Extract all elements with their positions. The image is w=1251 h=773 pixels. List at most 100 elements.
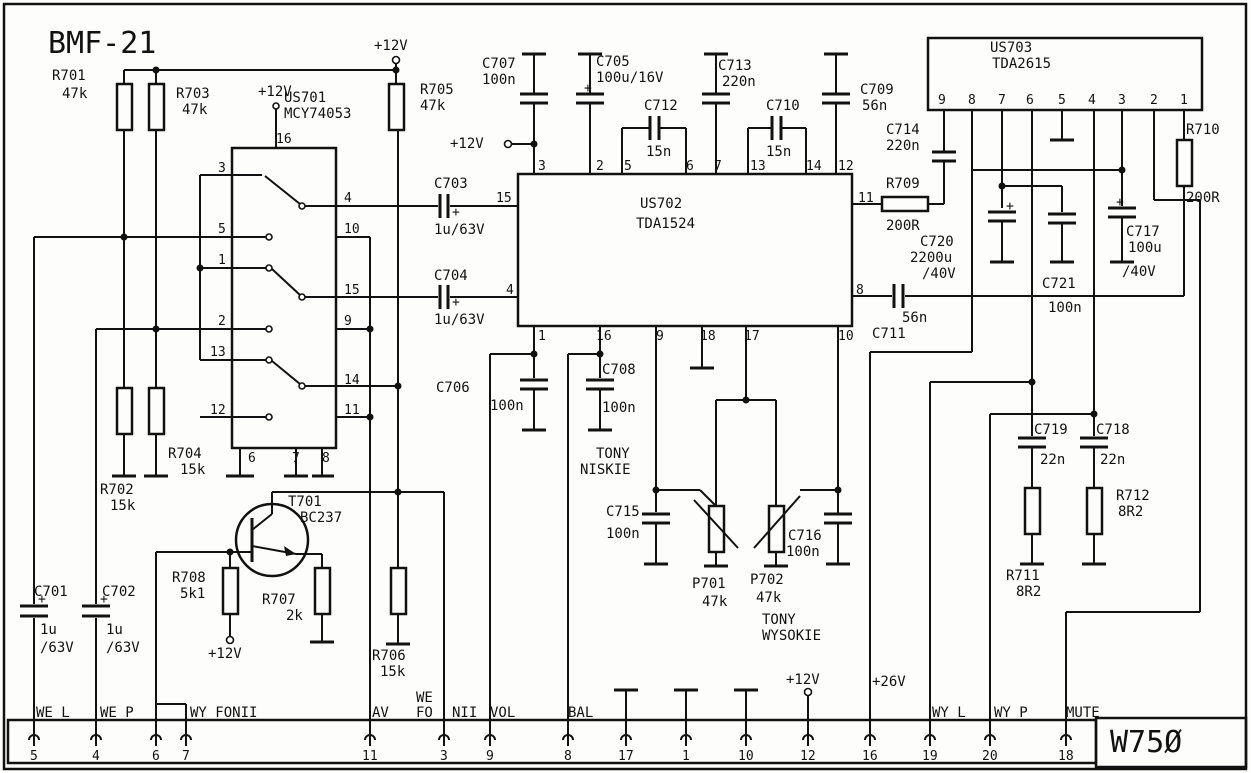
svg-text:9: 9 xyxy=(656,329,664,344)
r708-body xyxy=(221,566,240,616)
connector-pin-number: 1 xyxy=(682,749,690,764)
supply-r708: +12V xyxy=(208,646,242,662)
svg-text:5: 5 xyxy=(218,222,226,237)
us703-name: US703 xyxy=(990,40,1032,56)
svg-text:11: 11 xyxy=(858,191,874,206)
r704-value: 15k xyxy=(180,462,206,478)
supply-plus26: +26V xyxy=(872,674,906,690)
svg-text:5: 5 xyxy=(624,159,632,174)
c715-name: C715 xyxy=(606,504,640,520)
conn-label-av: AV xyxy=(372,705,389,721)
board-code-box xyxy=(1094,716,1248,769)
r711-name: R711 xyxy=(1006,568,1040,584)
r712-name: R712 xyxy=(1116,488,1150,504)
us703-part: TDA2615 xyxy=(992,56,1051,72)
conn-label-fo: FO xyxy=(416,705,433,721)
c719-name: C719 xyxy=(1034,422,1068,438)
svg-text:15: 15 xyxy=(344,283,360,298)
c720-name: C720 xyxy=(920,234,954,250)
r708-name: R708 xyxy=(172,570,206,586)
p702-value: 47k xyxy=(756,590,782,606)
svg-text:18: 18 xyxy=(700,329,716,344)
treble-label-1: TONY xyxy=(762,612,796,628)
conn-label-we-p: WE P xyxy=(100,705,134,721)
c721-value: 100n xyxy=(1048,300,1082,316)
c702-name: C702 xyxy=(102,584,136,600)
r712-value: 8R2 xyxy=(1118,504,1143,520)
supply-c707: +12V xyxy=(450,136,484,152)
bass-label-1: TONY xyxy=(596,446,630,462)
c702-rating: /63V xyxy=(106,640,140,656)
r701-value: 47k xyxy=(62,86,88,102)
svg-text:6: 6 xyxy=(1026,93,1034,108)
us701-name: US701 xyxy=(284,90,326,106)
svg-text:9: 9 xyxy=(938,93,946,108)
conn-label-we-l: WE L xyxy=(36,705,70,721)
svg-text:8: 8 xyxy=(968,93,976,108)
connector-pin-number: 12 xyxy=(800,749,816,764)
supply-terminal-us701 xyxy=(272,102,280,110)
c705-name: C705 xyxy=(596,54,630,70)
r710-name: R710 xyxy=(1186,122,1220,138)
r705-name: R705 xyxy=(420,82,454,98)
r703-body xyxy=(147,82,166,132)
connector-labels: WE L WE P WY FONII AV WE FO NII VOL BAL … xyxy=(36,690,1100,721)
r707-name: R707 xyxy=(262,592,296,608)
connector-pin-number: 4 xyxy=(92,749,100,764)
svg-text:3: 3 xyxy=(218,161,226,176)
r709-name: R709 xyxy=(886,176,920,192)
r707-value: 2k xyxy=(286,608,303,624)
c711-value: 15n xyxy=(646,144,671,160)
svg-text:7: 7 xyxy=(714,159,722,174)
svg-text:17: 17 xyxy=(744,329,760,344)
c716-name: C716 xyxy=(788,528,822,544)
supply-conn-12: +12V xyxy=(786,672,820,688)
svg-text:12: 12 xyxy=(210,403,226,418)
c713-name: C711 xyxy=(872,326,906,342)
svg-text:3: 3 xyxy=(538,159,546,174)
svg-text:6: 6 xyxy=(248,451,256,466)
board-title: BMF-21 xyxy=(48,26,156,61)
r705-value: 47k xyxy=(420,98,446,114)
c713-value: 56n xyxy=(902,310,927,326)
bass-label-2: NISKIE xyxy=(580,462,631,478)
c701-value: 1u xyxy=(40,622,57,638)
svg-text:4: 4 xyxy=(344,191,352,206)
conn-label-wy-p: WY P xyxy=(994,705,1028,721)
c709-value: 15n xyxy=(766,144,791,160)
us701-part: MCY74053 xyxy=(284,106,351,122)
c707-name: C707 xyxy=(482,56,516,72)
c703-name: C703 xyxy=(434,176,468,192)
c704-name: C704 xyxy=(434,268,468,284)
conn-label-wy-fonii: WY FONII xyxy=(190,705,257,721)
conn-label-bal: BAL xyxy=(568,705,593,721)
us702-part: TDA1524 xyxy=(636,216,695,232)
r708-value: 5k1 xyxy=(180,586,205,602)
svg-text:+: + xyxy=(452,205,460,220)
svg-text:11: 11 xyxy=(344,403,360,418)
treble-label-2: WYSOKIE xyxy=(762,628,821,644)
connector-pin-number: 17 xyxy=(618,749,634,764)
c718-value: 22n xyxy=(1100,452,1125,468)
svg-text:8: 8 xyxy=(856,283,864,298)
c712-value: 220n xyxy=(722,74,756,90)
r710-body xyxy=(1175,138,1194,188)
svg-text:14: 14 xyxy=(344,373,360,388)
p701-name: P701 xyxy=(692,576,726,592)
connector-pin-number: 3 xyxy=(440,749,448,764)
svg-text:4: 4 xyxy=(1088,93,1096,108)
t701-part: BC237 xyxy=(300,510,342,526)
c702-value: 1u xyxy=(106,622,123,638)
svg-text:9: 9 xyxy=(344,314,352,329)
svg-text:5: 5 xyxy=(1058,93,1066,108)
r704-name: R704 xyxy=(168,446,202,462)
connector-pin-number: 10 xyxy=(738,749,754,764)
svg-text:4: 4 xyxy=(506,283,514,298)
c703-value: 1u/63V xyxy=(434,222,485,238)
connector-pin-number: 6 xyxy=(152,749,160,764)
r706-value: 15k xyxy=(380,664,406,680)
conn-label-mute: MUTE xyxy=(1066,705,1100,721)
svg-text:13: 13 xyxy=(750,159,766,174)
